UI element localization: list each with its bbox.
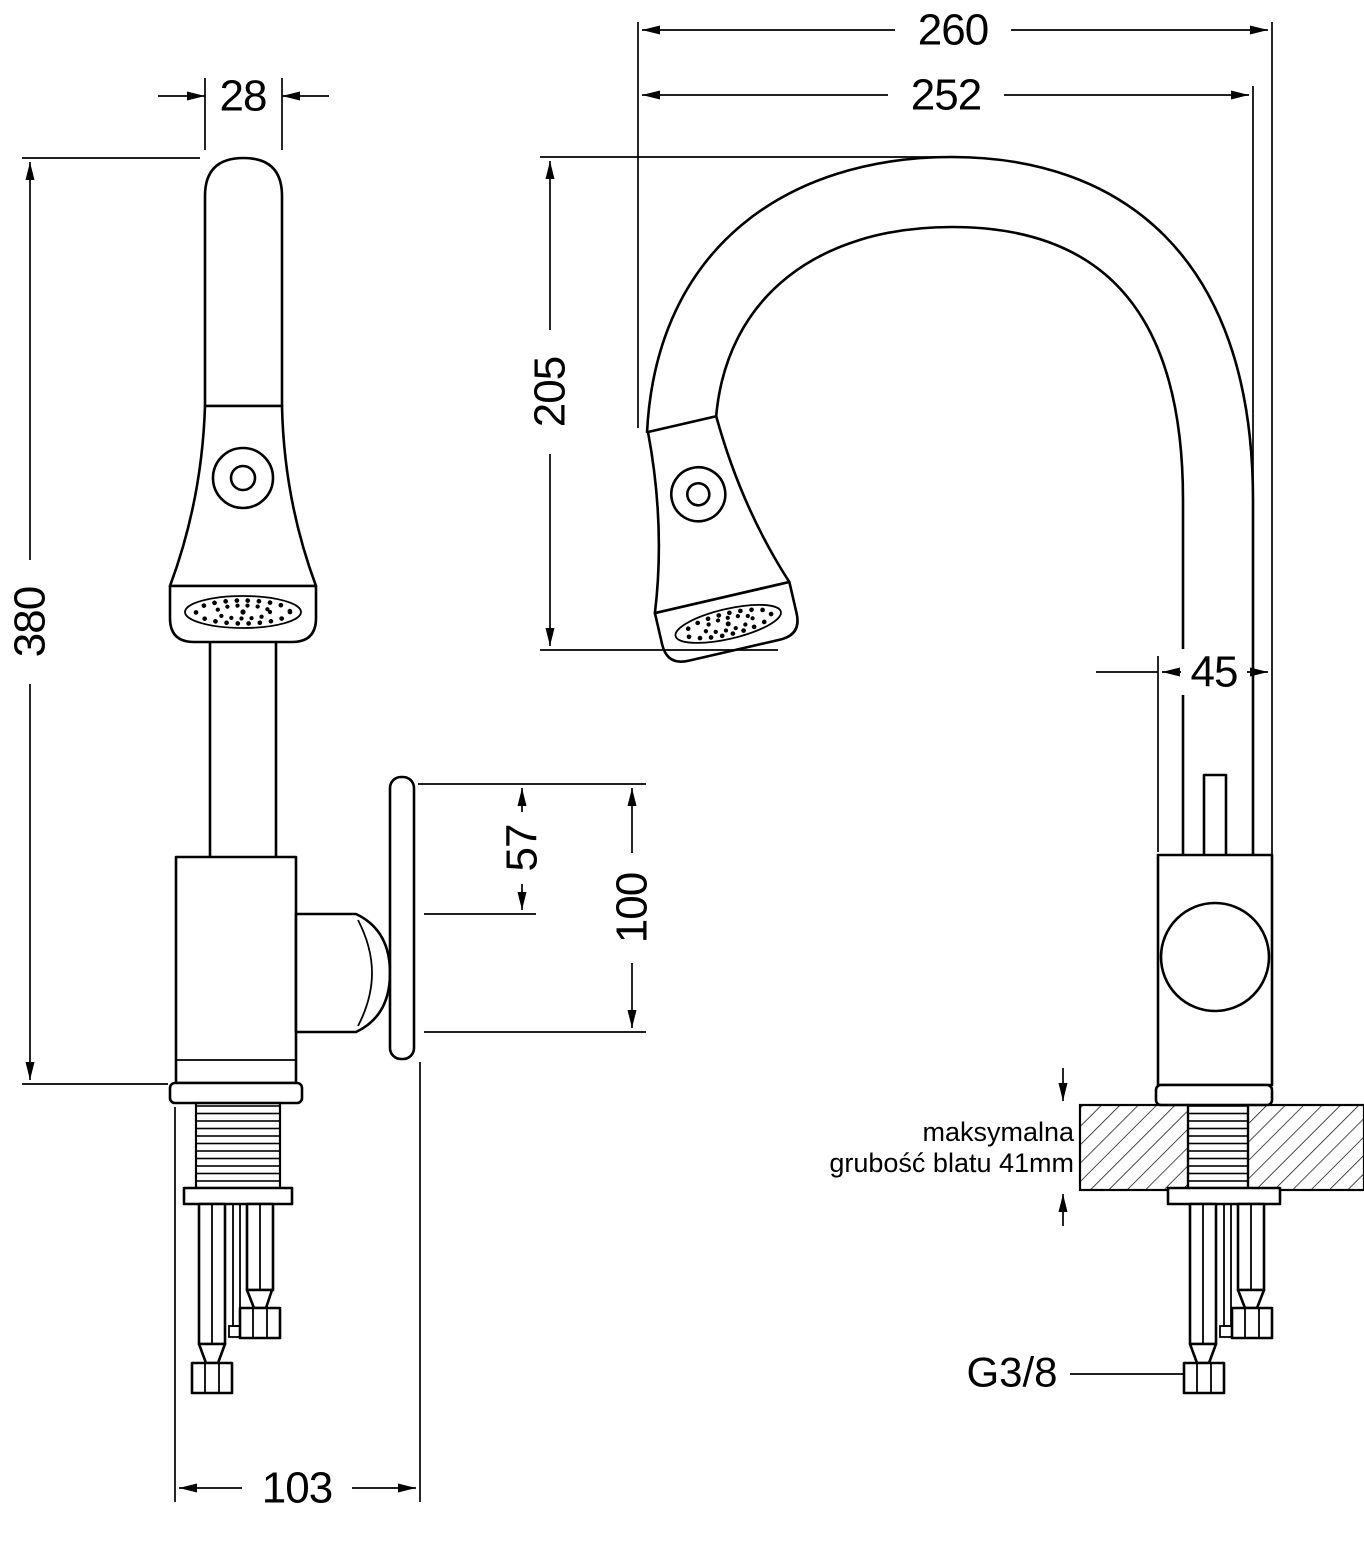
spout-column [203, 156, 284, 408]
thread-size-callout: G3/8 [966, 1349, 1184, 1396]
threaded-shank-side [1186, 1103, 1250, 1190]
supply-hose-short [238, 1202, 282, 1340]
countertop-note-line2: grubość blatu 41mm [829, 1148, 1074, 1178]
gooseneck-inner-edge [714, 225, 1185, 856]
hose-nut [238, 1306, 282, 1340]
hose-nut [1230, 1306, 1274, 1340]
threaded-shank [194, 1101, 282, 1190]
aerator-band [653, 580, 799, 663]
dim-overall-width: 260 [637, 6, 1273, 1082]
spray-button-center [229, 464, 257, 492]
dim-total-height-label: 380 [6, 587, 55, 657]
handle-lever [388, 775, 416, 1061]
supply-hose-short-side [1230, 1202, 1274, 1340]
countertop-left [1078, 1103, 1190, 1192]
handle-lever-side [1202, 773, 1228, 863]
faucet-body [174, 855, 298, 1085]
countertop-note-line1: maksymalna [922, 1117, 1075, 1147]
base-flange [168, 1081, 304, 1105]
dim-spout-reach: 252 [642, 71, 1254, 497]
dim-base-depth: 103 [174, 1062, 421, 1513]
base-flange-side [1154, 1083, 1274, 1107]
spray-button-icon [211, 446, 275, 510]
mounting-washer-side [1166, 1186, 1282, 1206]
hose-nut [1182, 1361, 1226, 1395]
spray-button-icon [669, 465, 727, 523]
mounting-washer [182, 1186, 294, 1206]
dim-total-height: 380 [6, 157, 200, 1085]
gooseneck-outer-edge [645, 155, 1255, 856]
aerator-face [674, 603, 782, 644]
supply-hose-long-side [1182, 1202, 1226, 1395]
dim-spout-width-label: 28 [220, 72, 267, 121]
handle-joint-detail [357, 919, 373, 1027]
dim-spout-height-label: 205 [526, 357, 575, 427]
dim-body-width: 45 [1096, 648, 1268, 852]
dim-spout-reach-label: 252 [911, 71, 981, 120]
dim-overall-width-label: 260 [918, 6, 988, 55]
front-view: 28 380 57 [6, 72, 657, 1513]
spray-head-side [646, 414, 799, 663]
handle-joint [294, 912, 392, 1034]
dim-spout-height: 205 [526, 156, 938, 651]
dim-lever-offset-label: 57 [498, 825, 547, 872]
supply-hose-long [190, 1202, 234, 1395]
dim-body-width-label: 45 [1191, 648, 1238, 697]
countertop-right [1246, 1103, 1364, 1192]
aerator-face [184, 595, 302, 629]
dim-lever-offset: 57 [418, 783, 646, 915]
dim-handle-height: 100 [424, 788, 657, 1033]
dim-spout-width: 28 [158, 72, 329, 150]
hose-nut [190, 1361, 234, 1395]
dim-base-depth-label: 103 [262, 1464, 332, 1513]
countertop-thickness-note: maksymalna grubość blatu 41mm [829, 1068, 1075, 1226]
side-view: 260 252 205 [526, 6, 1364, 1396]
dim-handle-height-label: 100 [608, 873, 657, 943]
handle-ball-joint [1159, 901, 1271, 1013]
thread-size-label: G3/8 [966, 1349, 1057, 1396]
